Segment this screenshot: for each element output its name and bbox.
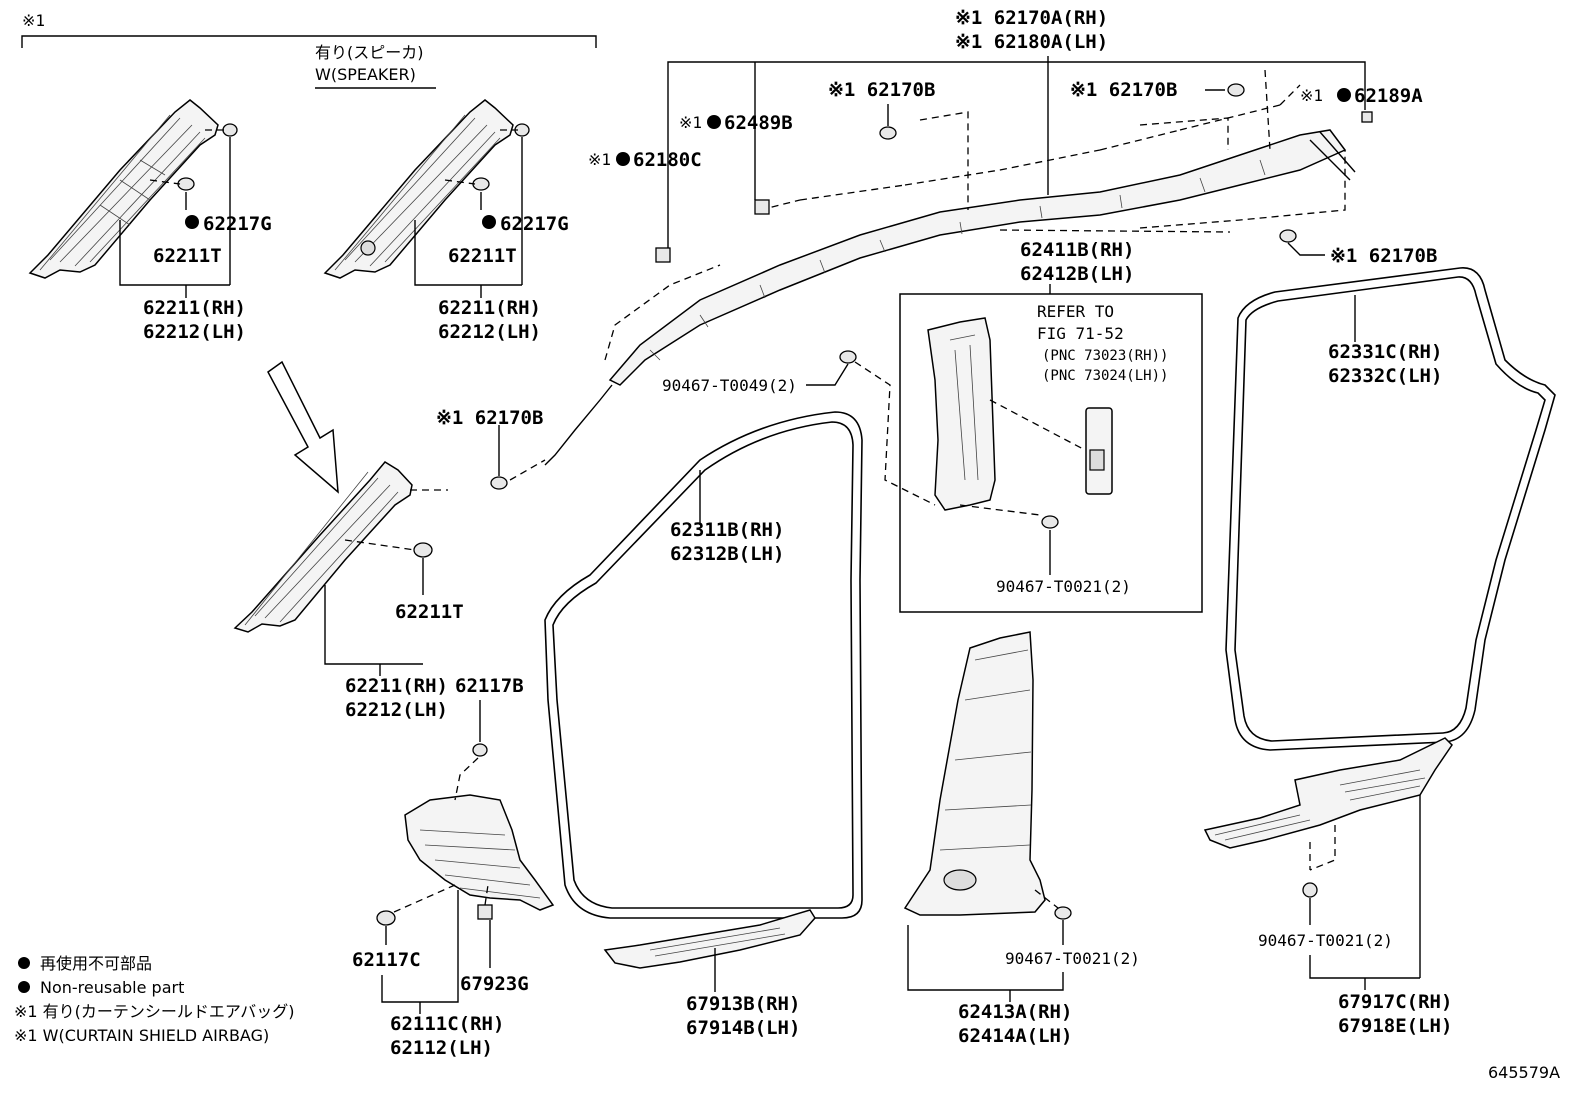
label-62217g-2: 62217G [500, 213, 569, 235]
a-pillar-trim-3 [233, 461, 413, 633]
clip-90467-t0021-c [1302, 882, 1318, 898]
label-x1-62489b: ※1 [679, 113, 702, 132]
clip-90467-t0049 [839, 350, 857, 364]
clip-90467-t0021-a [1041, 515, 1059, 529]
label-62311b: 62311B(RH) [670, 519, 784, 541]
refer-line3: (PNC 73023(RH)) [1042, 348, 1168, 364]
center-pillar-upper-box [899, 293, 1203, 613]
seatbelt-anchor-cover [1085, 407, 1113, 495]
label-62112: 62112(LH) [390, 1037, 493, 1059]
clip-62170b-1 [879, 126, 897, 140]
label-67917c: 67917C(RH) [1338, 991, 1452, 1013]
label-67918e: 67918E(LH) [1338, 1015, 1452, 1037]
label-62411b: 62411B(RH) [1020, 239, 1134, 261]
legend-note1-jp: ※1 有り(カーテンシールドエアバッグ) [14, 1002, 295, 1021]
a-pillar-trim-2 [323, 99, 514, 279]
label-62117c: 62117C [352, 949, 421, 971]
label-62189a: 62189A [1354, 85, 1423, 107]
refer-line1: REFER TO [1037, 302, 1114, 321]
label-90467-t0021-a: 90467-T0021(2) [996, 577, 1131, 596]
label-90467-t0021-c: 90467-T0021(2) [1258, 931, 1393, 950]
clip-90467-t0021-b [1054, 906, 1072, 920]
label-62331c: 62331C(RH) [1328, 341, 1442, 363]
clip-62180c [655, 247, 671, 263]
label-62414a: 62414A(LH) [958, 1025, 1072, 1047]
clip-62189a [1361, 111, 1373, 123]
label-62170b-2: ※1 62170B [1070, 79, 1177, 101]
clip-62211t-3 [413, 542, 433, 558]
label-62111c: 62111C(RH) [390, 1013, 504, 1035]
label-62180a: ※1 62180A(LH) [955, 31, 1108, 53]
clip-62170b-2 [1227, 83, 1245, 97]
label-62217g-1: 62217G [203, 213, 272, 235]
label-62413a: 62413A(RH) [958, 1001, 1072, 1023]
label-62211t-3: 62211T [395, 601, 464, 623]
a-pillar-trim-1 [28, 99, 219, 279]
speaker-jp: 有り(スピーカ) [315, 43, 424, 62]
label-62332c: 62332C(LH) [1328, 365, 1442, 387]
label-62211t-2: 62211T [448, 245, 517, 267]
legend-nonreusable-en: Non-reusable part [40, 978, 184, 997]
label-67914b: 67914B(LH) [686, 1017, 800, 1039]
label-62117b: 62117B [455, 675, 524, 697]
label-90467-t0021-b: 90467-T0021(2) [1005, 949, 1140, 968]
label-62312b: 62312B(LH) [670, 543, 784, 565]
speaker-en: W(SPEAKER) [315, 65, 416, 84]
label-62212lh-1: 62212(LH) [143, 321, 246, 343]
clip-62170b-3 [1279, 229, 1297, 243]
label-62211rh-1: 62211(RH) [143, 297, 246, 319]
label-62211rh-2: 62211(RH) [438, 297, 541, 319]
clip-62217g-2 [472, 123, 530, 191]
label-67913b: 67913B(RH) [686, 993, 800, 1015]
label-62180c: 62180C [633, 149, 702, 171]
clip-62170b-4 [490, 476, 508, 490]
direction-arrow [267, 360, 339, 494]
label-62412b: 62412B(LH) [1020, 263, 1134, 285]
clip-62489b [754, 199, 770, 215]
rear-door-weatherstrip [1225, 267, 1556, 751]
label-x1-62180c: ※1 [588, 150, 611, 169]
label-62170a: ※1 62170A(RH) [955, 7, 1108, 29]
cowl-side-trim [404, 794, 555, 911]
legend-note1-en: ※1 W(CURTAIN SHIELD AIRBAG) [14, 1026, 269, 1045]
label-x1-62189a: ※1 [1300, 86, 1323, 105]
label-62489b: 62489B [724, 112, 793, 134]
legend-nonreusable-jp: 再使用不可部品 [40, 954, 152, 973]
refer-line4: (PNC 73024(LH)) [1042, 368, 1168, 384]
label-62212lh-3: 62212(LH) [345, 699, 448, 721]
label-62211t-1: 62211T [153, 245, 222, 267]
front-scuff-plate [603, 909, 816, 969]
center-pillar-lower-trim [903, 631, 1046, 916]
figure-id: 645579A [1488, 1063, 1560, 1082]
label-62211rh-3: 62211(RH) [345, 675, 448, 697]
label-62170b-1: ※1 62170B [828, 79, 935, 101]
label-62212lh-2: 62212(LH) [438, 321, 541, 343]
front-door-weatherstrip [544, 411, 863, 919]
refer-line2: FIG 71-52 [1037, 324, 1124, 343]
rear-scuff-plate [1203, 737, 1453, 849]
center-pillar-upper-trim [927, 317, 996, 511]
top-note: ※1 [22, 11, 45, 30]
label-90467-t0049: 90467-T0049(2) [662, 376, 797, 395]
label-67923g: 67923G [460, 973, 529, 995]
label-62170b-4: ※1 62170B [436, 407, 543, 429]
label-62170b-3: ※1 62170B [1330, 245, 1437, 267]
